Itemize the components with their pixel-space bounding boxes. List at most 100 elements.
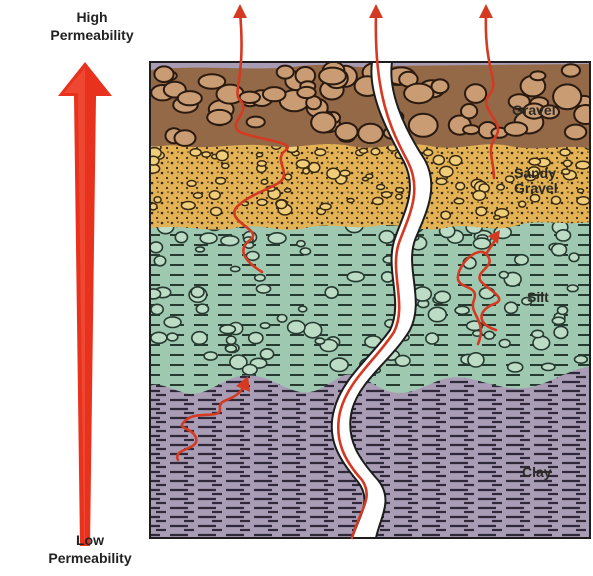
silt-pebble: [569, 253, 579, 262]
silt-pebble: [299, 306, 307, 312]
gravel-pebble: [178, 91, 202, 105]
sand-pebble: [187, 181, 196, 187]
sand-pebble: [216, 151, 228, 161]
gravel-pebble: [277, 66, 294, 79]
gravel-pebble: [207, 110, 232, 125]
silt-pebble: [196, 247, 205, 252]
gravel-label: Gravel: [512, 103, 556, 118]
sand-pebble: [564, 160, 572, 166]
silt-pebble: [175, 232, 187, 243]
sand-pebble: [497, 184, 504, 190]
silt-pebble: [260, 323, 269, 329]
silt-pebble: [435, 291, 451, 302]
sand-pebble: [209, 191, 220, 200]
silt-pebble: [554, 326, 568, 338]
sand-pebble: [261, 179, 267, 184]
sand-pebble: [211, 207, 222, 215]
sand-pebble: [360, 148, 368, 153]
sand-pebble: [309, 163, 320, 173]
low-permeability-label: Low Permeability: [20, 531, 160, 567]
silt-pebble: [167, 333, 178, 341]
silt-pebble: [192, 332, 207, 345]
sand-pebble: [436, 178, 447, 184]
sand-pebble: [296, 160, 309, 168]
silt-pebble: [499, 272, 508, 279]
silt-pebble: [315, 338, 324, 344]
silt-pebble: [395, 355, 410, 366]
gravel-pebble: [409, 114, 438, 137]
gravel-pebble: [263, 87, 286, 101]
sandy-label: Sandy: [514, 166, 558, 181]
silt-pebble: [249, 332, 263, 343]
sand-pebble: [216, 178, 226, 184]
silt-pebble: [204, 352, 217, 360]
silt-pebble: [150, 242, 163, 253]
gravel-pebble: [404, 84, 433, 104]
sand-pebble: [519, 201, 526, 207]
silt-pebble: [191, 287, 204, 298]
silt-pebble: [347, 272, 364, 282]
silt-pebble: [268, 233, 286, 244]
silt-pebble: [505, 302, 518, 313]
sand-pebble: [194, 193, 203, 198]
silt-pebble: [256, 285, 270, 294]
silt-pebble: [499, 339, 510, 347]
sand-pebble: [456, 183, 465, 190]
gravel-pebble: [175, 130, 196, 146]
silt-pebble: [164, 317, 181, 328]
sand-pebble: [340, 170, 350, 176]
sand-pebble: [257, 199, 267, 205]
sand-pebble: [276, 200, 286, 209]
silt-pebble: [575, 356, 588, 364]
silt-label: Silt: [527, 290, 549, 305]
gravel-pebble: [461, 104, 477, 118]
silt-pebble: [227, 336, 236, 344]
silt-pebble: [220, 325, 235, 334]
silt-pebble: [567, 285, 578, 292]
gravel-pebble: [463, 125, 479, 134]
gravel-pebble: [465, 84, 486, 103]
sand-pebble: [396, 188, 404, 193]
silt-pebble: [297, 241, 305, 247]
sand-pebble: [256, 153, 262, 157]
permeability-arrow: [58, 62, 112, 546]
silt-pebble: [196, 304, 208, 313]
sand-pebble: [506, 176, 514, 182]
high-permeability-label: High Permeability: [22, 8, 162, 44]
sand-pebble: [366, 174, 373, 178]
gravel-pebble: [311, 112, 335, 132]
gravel-pebble: [247, 117, 265, 128]
sand-pebble: [562, 169, 570, 174]
sand-pebble: [576, 161, 590, 169]
permeability-bottom-label: Permeability: [20, 549, 160, 567]
sand-pebble: [552, 196, 561, 204]
silt-pebble: [532, 330, 544, 337]
sand-pebble: [285, 174, 292, 180]
sand-pebble: [473, 191, 486, 201]
sand-pebble: [494, 216, 500, 220]
sand-pebble: [577, 197, 590, 205]
silt-pebble: [379, 231, 394, 243]
silt-pebble: [508, 362, 523, 372]
high-label: High: [22, 8, 162, 26]
sand-pebble: [377, 185, 385, 190]
clay-label: Clay: [522, 465, 552, 480]
silt-pebble: [304, 323, 322, 338]
silt-pebble: [246, 252, 259, 261]
sand-pebble: [222, 163, 229, 168]
sand-pebble: [315, 149, 326, 156]
gravel-pebble: [358, 124, 383, 143]
silt-pebble: [288, 321, 305, 334]
sand-pebble: [382, 192, 392, 198]
silt-pebble: [325, 287, 338, 298]
sand-pebble: [578, 189, 584, 193]
sand-pebble: [202, 152, 210, 157]
silt-pebble: [426, 333, 439, 344]
silt-pebble: [243, 365, 257, 375]
gravel-pebble: [154, 66, 173, 82]
sand-pebble: [327, 168, 340, 179]
sandy-gravel-label: Sandy Gravel: [514, 166, 558, 196]
silt-pebble: [552, 244, 567, 256]
silt-pebble: [468, 353, 484, 367]
